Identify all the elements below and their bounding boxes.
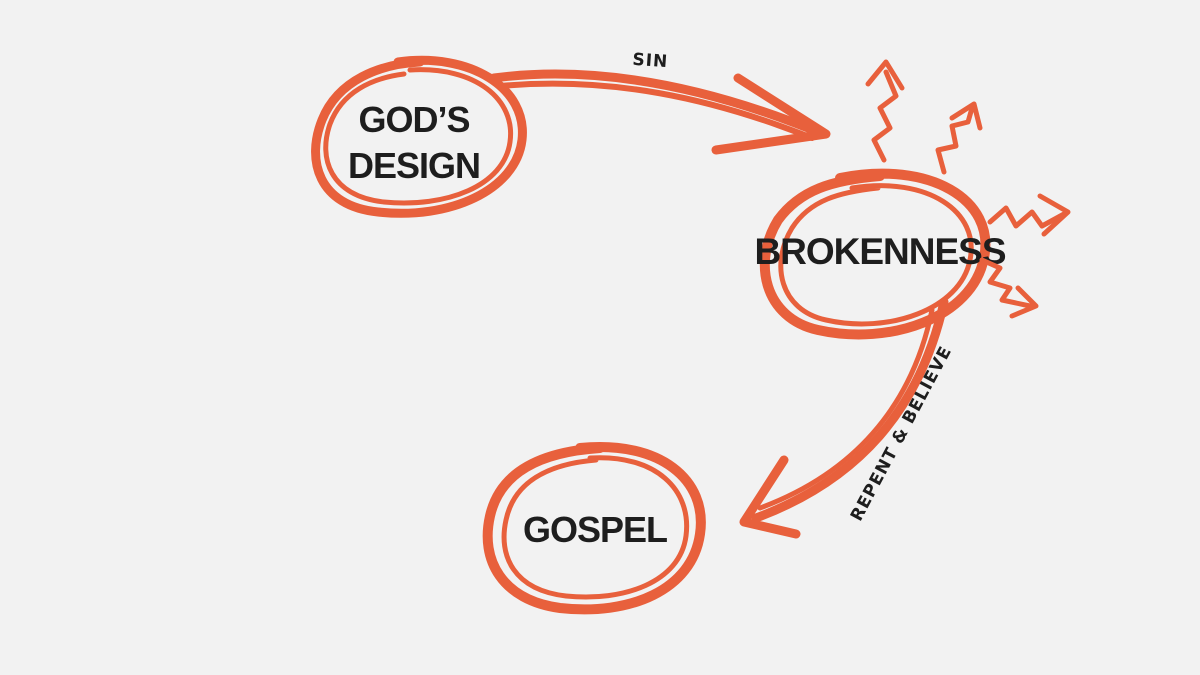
gospel-label: GOSPEL <box>523 509 667 550</box>
gospel-oval-inner <box>501 455 690 600</box>
brokenness-label: BROKENNESS <box>754 231 1005 272</box>
repent-arrowhead <box>739 455 801 539</box>
zigzag-arrow-icon <box>935 101 983 175</box>
repent-arrow-shaft-second <box>757 307 935 511</box>
sin-label: SIN <box>632 50 669 72</box>
zigzag-arrow-icon <box>979 257 1039 319</box>
burst-arrows <box>865 59 1071 319</box>
sin-arrow-shaft <box>489 69 823 137</box>
sin-arrow: SIN <box>489 50 831 155</box>
brokenness-oval-inner <box>778 183 974 327</box>
sin-arrow-shaft-second <box>497 80 815 141</box>
repent-believe-label: REPENT & BELIEVE <box>847 343 956 525</box>
gods-design-oval-inner <box>323 67 514 206</box>
zigzag-arrow-icon <box>865 59 905 163</box>
gospel-node: GOSPEL <box>482 442 706 615</box>
gods-design-oval-outer <box>311 55 527 218</box>
zigzag-arrow-icon <box>987 193 1071 237</box>
brokenness-node: BROKENNESS <box>754 168 1007 340</box>
gods-design-node: GOD’S DESIGN <box>311 55 527 218</box>
gospel-oval-outer <box>482 442 706 615</box>
brokenness-oval-outer <box>759 168 991 340</box>
repent-arrow-shaft <box>751 297 949 523</box>
sin-arrowhead <box>711 73 831 155</box>
gods-design-label-line2: DESIGN <box>348 145 480 186</box>
gods-design-label-line1: GOD’S <box>358 99 469 140</box>
